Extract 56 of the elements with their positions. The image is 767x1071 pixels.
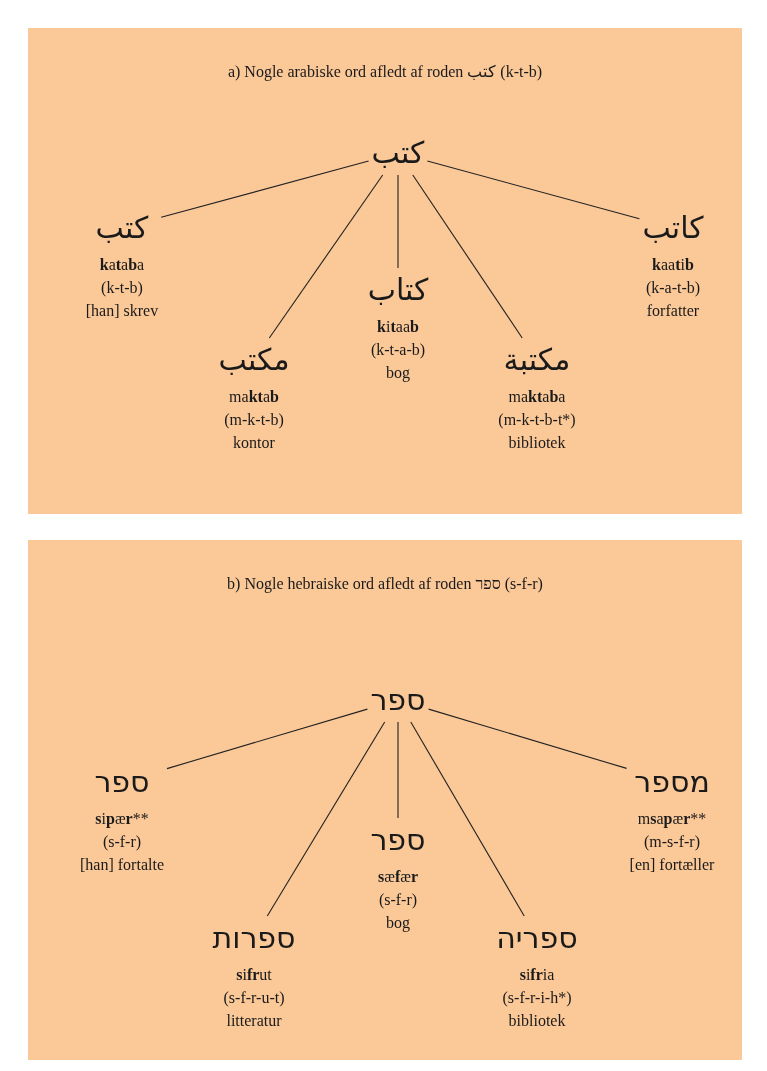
meaning: forfatter <box>645 301 701 321</box>
connector-line <box>166 708 368 770</box>
transliteration: msapær** <box>636 809 708 830</box>
root-pattern: (m-k-t-b) <box>223 410 285 431</box>
transliteration: kaatib <box>651 255 695 275</box>
connector-line <box>397 174 399 269</box>
transliteration: sipær** <box>94 809 150 830</box>
connector-line <box>268 174 384 339</box>
panel <box>28 540 742 1060</box>
panel <box>28 28 742 514</box>
script-word: ספר <box>370 681 426 719</box>
root-pattern: (s-f-r) <box>377 890 419 911</box>
transliteration: maktab <box>228 387 280 407</box>
script-word: ספר <box>93 763 151 801</box>
script-word: كاتب <box>642 209 704 247</box>
root-pattern: (s-f-r-i-h*) <box>501 988 573 1008</box>
script-word: ספרות <box>212 919 296 957</box>
meaning: litteratur <box>225 1011 283 1031</box>
connector-line <box>412 174 523 339</box>
connector-line <box>410 721 525 917</box>
transliteration: sifrut <box>235 965 273 985</box>
meaning: bibliotek <box>507 1011 567 1031</box>
meaning: [han] skrev <box>85 301 159 321</box>
root-pattern: (k-t-b) <box>100 278 144 299</box>
script-word: מספר <box>633 763 711 801</box>
script-word: ספר <box>370 821 426 859</box>
transliteration: sifria <box>518 965 556 985</box>
transliteration: kataba <box>98 255 146 275</box>
panel-heading: a) Nogle arabiske ord afledt af roden كتب (k-t-b) <box>226 62 544 83</box>
root-pattern: (m-k-t-b-t*) <box>498 410 576 431</box>
root-pattern: (k-t-a-b) <box>369 340 427 361</box>
meaning: [han] fortalte <box>80 855 164 875</box>
script-word: كتاب <box>367 271 429 309</box>
connector-line <box>160 160 370 218</box>
script-word: كتب <box>94 209 150 247</box>
transliteration: sæfær <box>377 867 419 887</box>
panel-heading: b) Nogle hebraiske ord afledt af roden ספר (s-f-r) <box>226 574 544 595</box>
transliteration: maktaba <box>507 387 567 407</box>
connector-line <box>397 721 399 819</box>
transliteration: kitaab <box>376 317 420 337</box>
script-word: مكتب <box>218 341 290 379</box>
meaning: bog <box>385 363 411 384</box>
connector-line <box>266 721 386 917</box>
root-pattern: (m-s-f-r) <box>643 832 701 853</box>
meaning: bog <box>385 913 411 934</box>
root-pattern: (k-a-t-b) <box>644 278 702 299</box>
root-pattern: (s-f-r-u-t) <box>222 988 286 1008</box>
script-word: مكتبة <box>502 341 572 379</box>
script-word: ספריה <box>496 919 578 957</box>
root-pattern: (s-f-r) <box>101 832 143 853</box>
connector-line <box>428 708 628 769</box>
meaning: bibliotek <box>507 433 567 453</box>
connector-line <box>426 160 640 220</box>
script-word: كتب <box>371 134 425 172</box>
meaning: kontor <box>232 433 276 453</box>
meaning: [en] fortæller <box>629 855 715 875</box>
